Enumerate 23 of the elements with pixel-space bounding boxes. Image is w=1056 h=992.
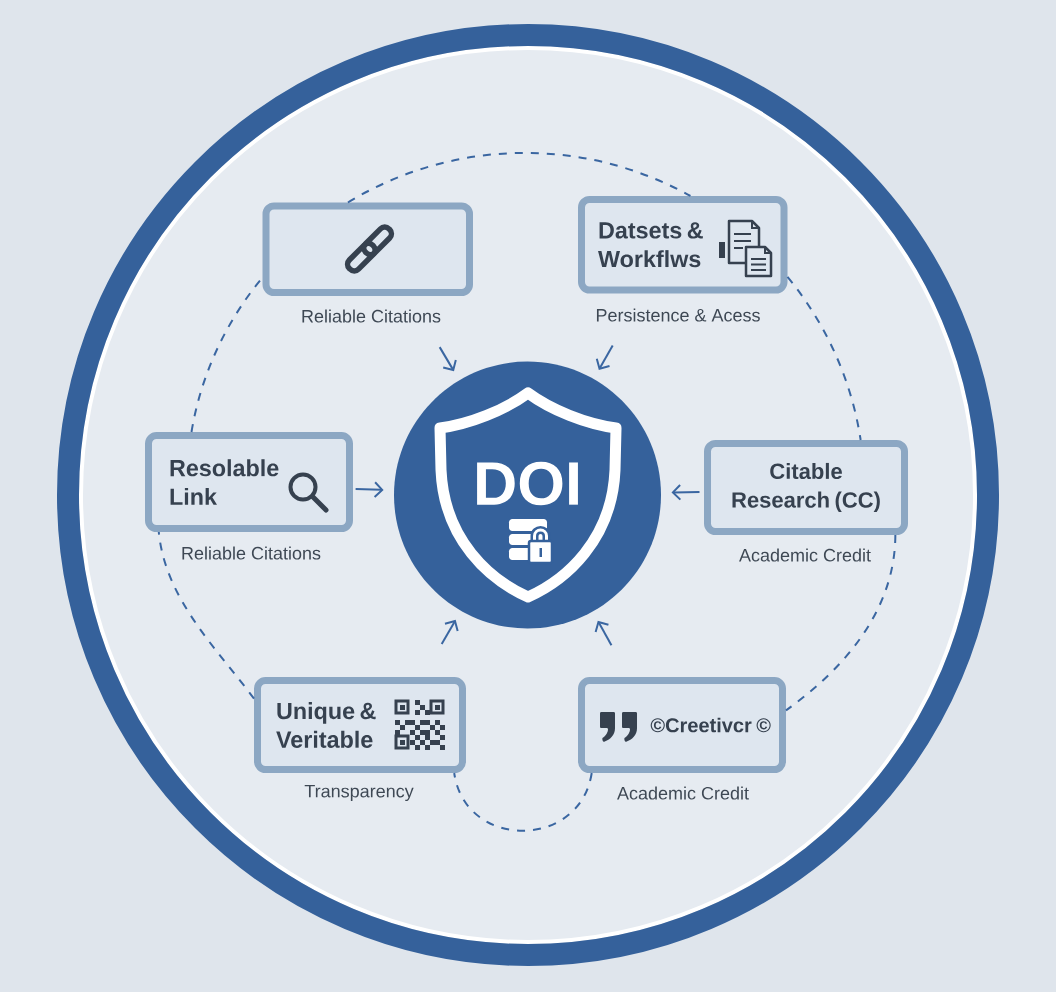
- node-label: Reliable Citations: [182, 546, 321, 560]
- arrow: [354, 481, 384, 498]
- dashed-arc: [785, 534, 897, 712]
- arrow: [594, 620, 613, 647]
- node-label: Academic Credit: [739, 548, 871, 562]
- node-label: Reliable Citations: [302, 309, 441, 323]
- feature-box: Resolable Link: [145, 432, 353, 532]
- dashed-arc: [453, 772, 593, 832]
- feature-box: ©Creetivcr ©: [578, 677, 786, 773]
- node-label: Academic Credit: [617, 786, 749, 800]
- feature-box: Unique & Veritable: [254, 677, 466, 773]
- node-label: Transparency: [304, 784, 414, 802]
- dashed-arc: [346, 152, 692, 204]
- arrow: [438, 346, 457, 372]
- feature-box: Datsets & Workflws: [578, 196, 788, 294]
- dashed-arc: [157, 531, 255, 700]
- feature-box: Citable Research (CC): [704, 440, 908, 535]
- dashed-arc: [786, 275, 862, 441]
- arrow: [671, 483, 701, 501]
- arrow: [595, 344, 614, 370]
- node-label: Persistence & Acess: [596, 308, 760, 322]
- arrow: [440, 619, 459, 646]
- feature-box: [262, 202, 473, 296]
